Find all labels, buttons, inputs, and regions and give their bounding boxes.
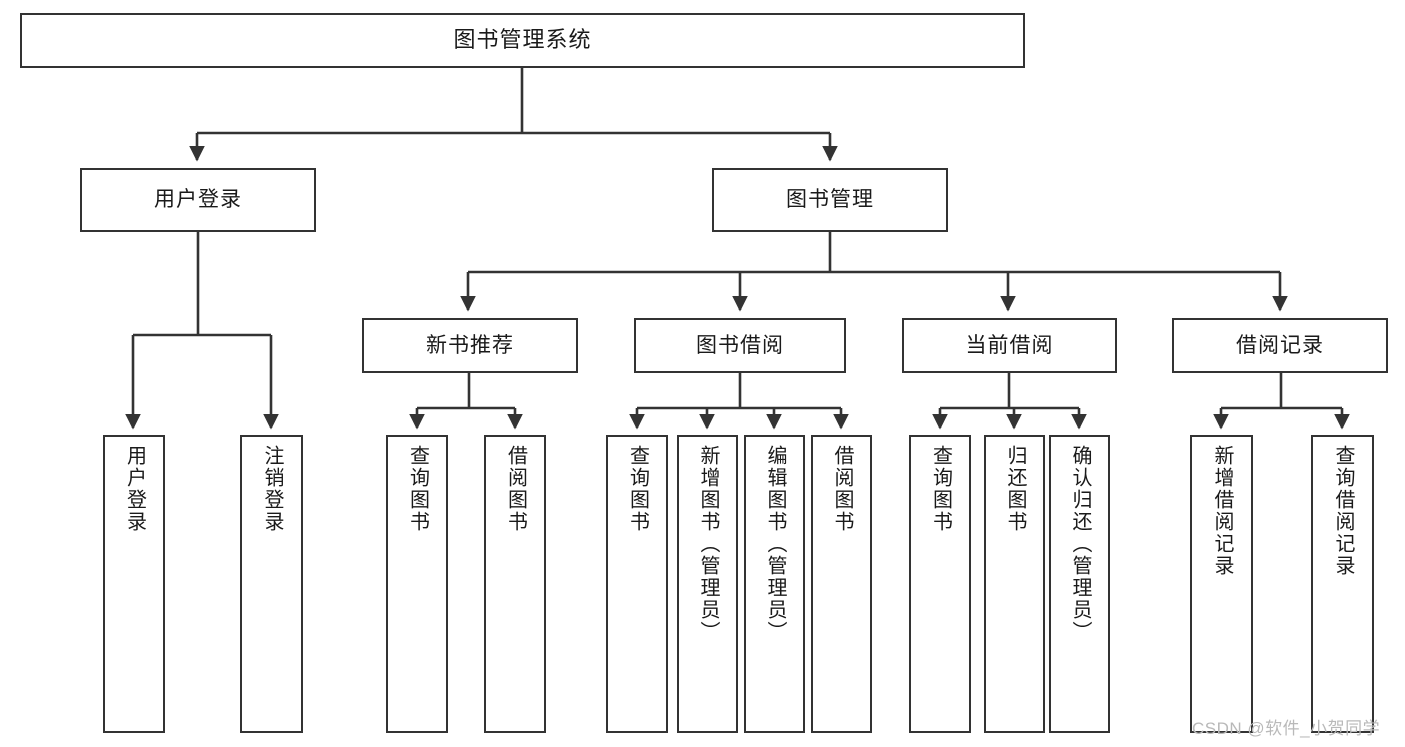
node-new-book-recommend[interactable]: 新书推荐 [362,318,578,373]
node-leaf-return-book[interactable]: 归还图书 [984,435,1045,733]
node-leaf-query-record[interactable]: 查询借阅记录 [1311,435,1374,733]
node-user-login-label: 用户登录 [154,188,242,212]
node-leaf-edit-book[interactable]: 编辑图书（管理员） [744,435,805,733]
node-leaf-borrow-book-2[interactable]: 借阅图书 [811,435,872,733]
node-leaf-borrow-book-1[interactable]: 借阅图书 [484,435,546,733]
node-book-manage[interactable]: 图书管理 [712,168,948,232]
node-leaf-confirm-return-label: 确认归还（管理员） [1069,445,1091,643]
node-leaf-edit-book-label: 编辑图书（管理员） [764,445,786,643]
node-book-manage-label: 图书管理 [786,188,874,212]
node-leaf-add-record[interactable]: 新增借阅记录 [1190,435,1253,733]
node-current-borrow[interactable]: 当前借阅 [902,318,1117,373]
node-borrow-record[interactable]: 借阅记录 [1172,318,1388,373]
node-leaf-borrow-book-1-label: 借阅图书 [504,445,527,533]
node-leaf-user-logout-label: 注销登录 [261,445,283,533]
node-leaf-user-login-label: 用户登录 [123,445,146,533]
node-leaf-query-book-1-label: 查询图书 [406,445,429,533]
node-leaf-add-record-label: 新增借阅记录 [1211,445,1233,577]
node-leaf-add-book-label: 新增图书（管理员） [697,445,719,643]
node-leaf-query-book-2[interactable]: 查询图书 [606,435,668,733]
node-borrow-record-label: 借阅记录 [1236,333,1324,357]
node-leaf-confirm-return[interactable]: 确认归还（管理员） [1049,435,1110,733]
node-leaf-query-book-3[interactable]: 查询图书 [909,435,971,733]
csdn-watermark: CSDN @软件_小贺同学 [1192,719,1381,738]
node-leaf-return-book-label: 归还图书 [1004,445,1026,533]
node-new-book-recommend-label: 新书推荐 [426,333,514,357]
node-leaf-query-record-label: 查询借阅记录 [1332,445,1354,577]
node-current-borrow-label: 当前借阅 [965,333,1054,357]
node-book-borrow-label: 图书借阅 [696,333,784,357]
node-leaf-borrow-book-2-label: 借阅图书 [831,445,853,533]
node-leaf-user-login[interactable]: 用户登录 [103,435,165,733]
node-root-label: 图书管理系统 [453,27,592,53]
node-leaf-add-book[interactable]: 新增图书（管理员） [677,435,738,733]
node-user-login[interactable]: 用户登录 [80,168,316,232]
node-root[interactable]: 图书管理系统 [20,13,1025,68]
node-leaf-query-book-1[interactable]: 查询图书 [386,435,448,733]
node-book-borrow[interactable]: 图书借阅 [634,318,846,373]
node-leaf-query-book-2-label: 查询图书 [626,445,649,533]
node-leaf-user-logout[interactable]: 注销登录 [240,435,303,733]
node-leaf-query-book-3-label: 查询图书 [929,445,952,533]
